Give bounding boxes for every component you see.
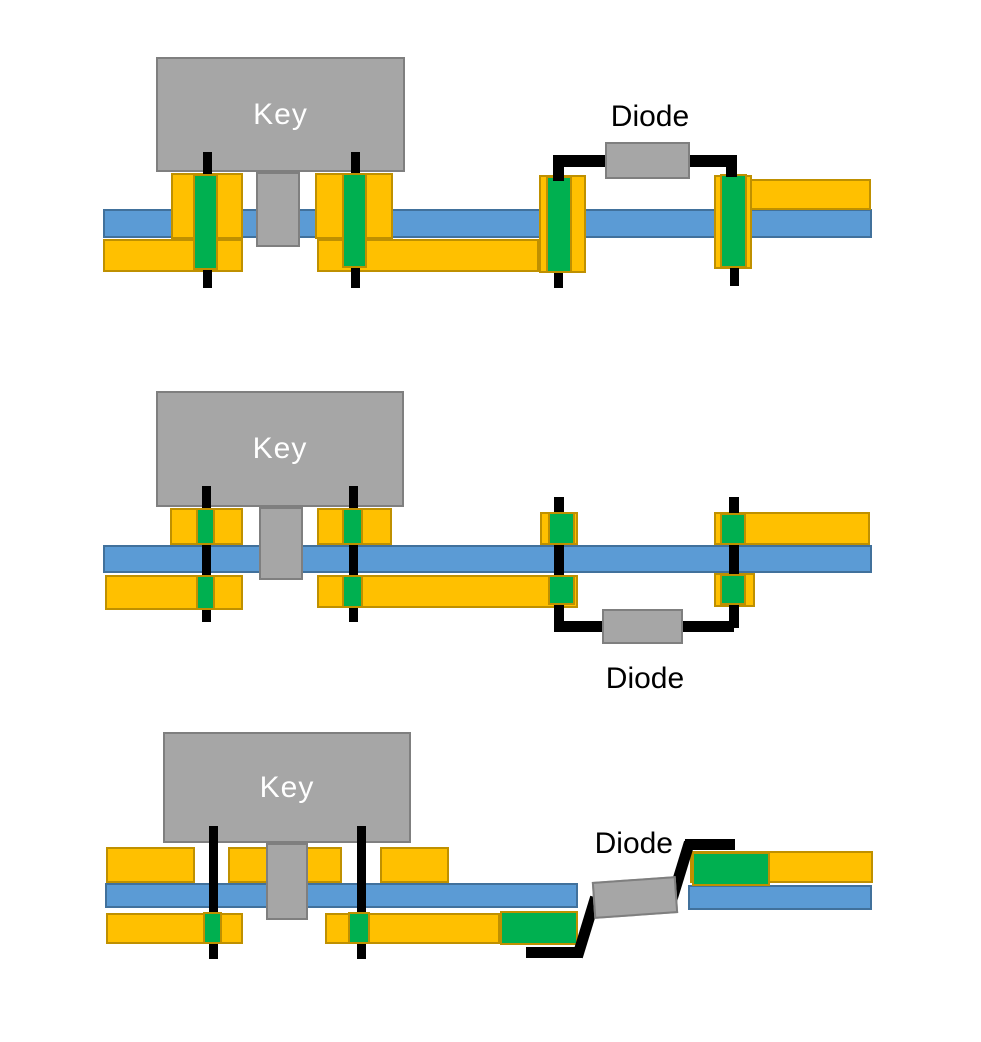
diode-label: Diode [610, 100, 690, 133]
diode-label: Diode [605, 662, 685, 695]
key-body: Key [163, 732, 411, 843]
solder-joint-diode-left [546, 176, 572, 273]
solder-top-diode-right [720, 513, 746, 545]
diode-lead-stub-left [554, 271, 563, 288]
pcb [103, 545, 872, 573]
smd-solder-pad-right [692, 852, 770, 886]
key-body: Key [156, 57, 405, 172]
pcb-left [105, 883, 578, 908]
copper-pad-top-a [106, 847, 195, 883]
diode-body [602, 609, 683, 644]
diode-lead-left-vertical [553, 155, 564, 181]
solder-bottom-diode-right [720, 574, 746, 605]
switch-pin-right [357, 826, 366, 959]
switch-pin-left [209, 826, 218, 959]
key-body: Key [156, 391, 404, 507]
diode-lead-right-vertical [729, 497, 739, 628]
copper-trace-top-right [750, 179, 871, 210]
diode-lead-right-horizontal [685, 839, 735, 850]
solder-top-pin1 [196, 508, 215, 545]
smd-solder-pad-left [500, 911, 578, 945]
key-stem [256, 172, 300, 247]
diode-lead-left-horizontal [526, 947, 582, 958]
copper-trace-bottom-left [103, 239, 243, 272]
diode-lead-right-vertical [726, 155, 737, 177]
diode-body [605, 142, 690, 179]
solder-bottom-pin2 [348, 912, 370, 944]
diode-lead-right-horizontal [685, 155, 737, 167]
diode-lead-stub-right [730, 267, 739, 286]
key-label: Key [252, 432, 308, 465]
solder-joint-diode-right [720, 174, 747, 268]
copper-pad-bottom-left [105, 575, 243, 610]
solder-bottom-pin1 [196, 575, 215, 610]
copper-pad-top-c [380, 847, 449, 883]
solder-joint-pin1 [193, 174, 218, 270]
solder-bottom-diode-left [548, 575, 575, 605]
diode-lead-left-vertical [554, 497, 564, 628]
switch-pin-left [202, 486, 211, 622]
key-stem [259, 507, 303, 580]
solder-bottom-pin2 [342, 575, 363, 608]
solder-bottom-pin1 [203, 912, 222, 944]
diode-lead-left-horizontal [553, 155, 610, 167]
key-stem [266, 843, 308, 920]
diode-label: Diode [594, 827, 673, 860]
solder-top-pin2 [342, 508, 363, 545]
diode-lead-left-horizontal [554, 621, 604, 632]
key-label: Key [259, 770, 315, 804]
solder-joint-pin2 [342, 173, 367, 268]
diode-lead-right-horizontal [683, 621, 734, 632]
pcb-right [688, 885, 872, 910]
switch-pin-right [349, 486, 358, 622]
solder-top-diode-left [548, 512, 575, 545]
copper-pad-bottom-left [106, 913, 243, 944]
diode-body [591, 876, 679, 919]
key-label: Key [253, 97, 308, 131]
